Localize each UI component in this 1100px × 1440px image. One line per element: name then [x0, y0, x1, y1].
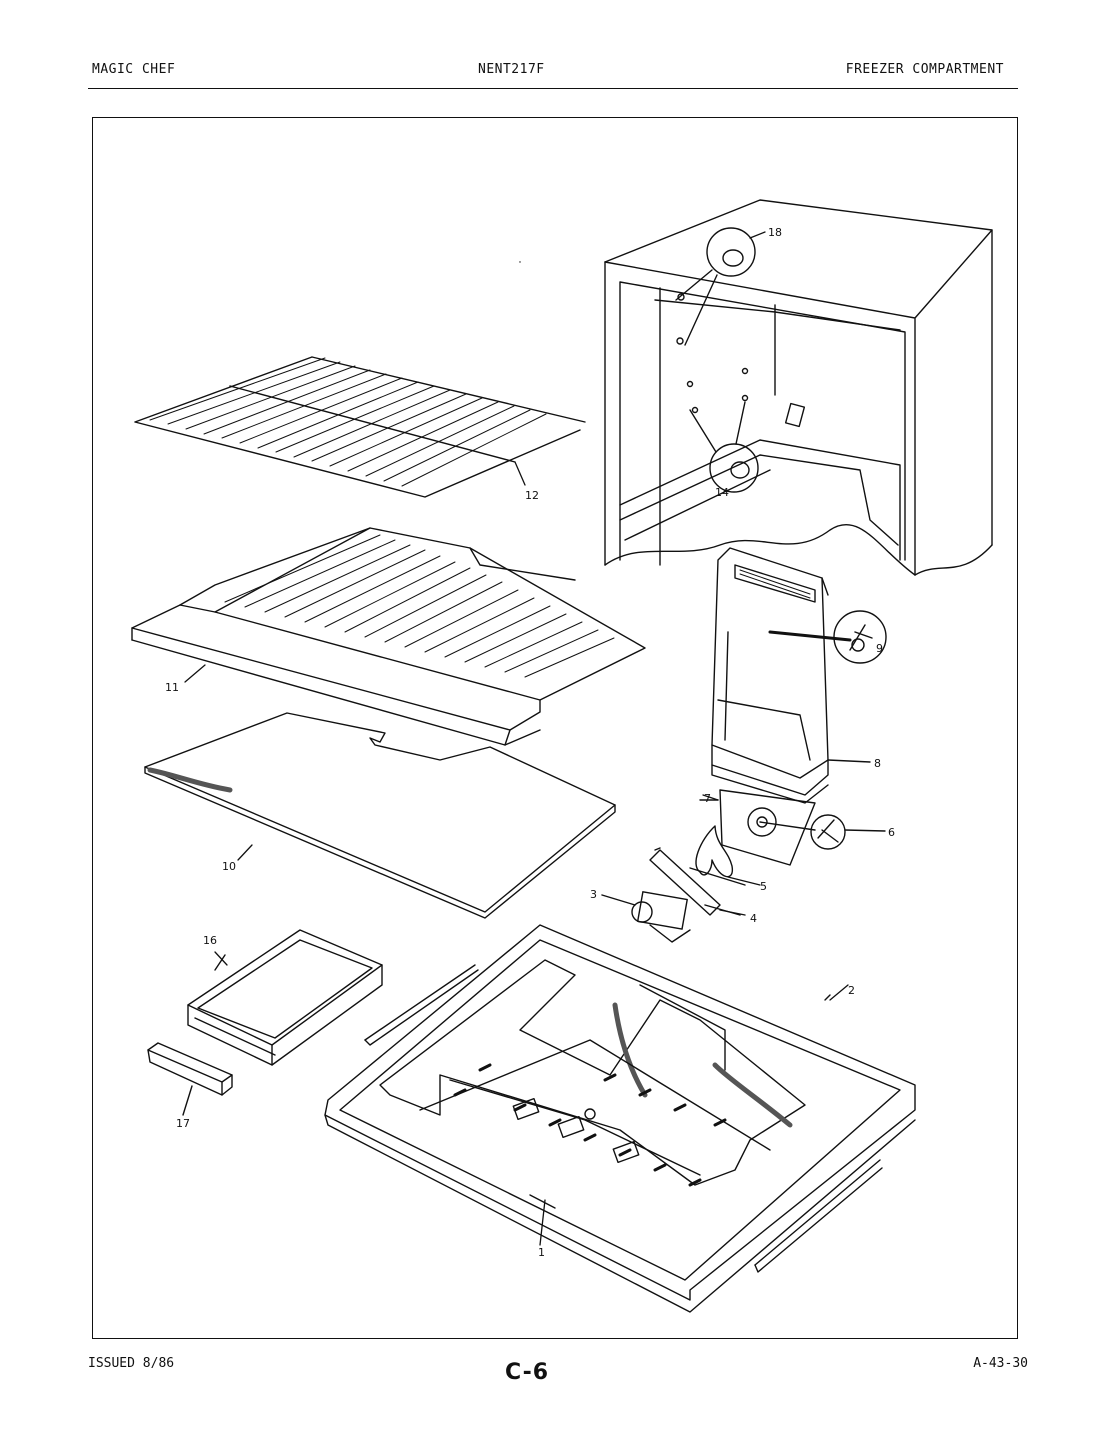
callout-3: 3: [590, 888, 597, 901]
evaporator-cover: [711, 547, 887, 804]
freezer-cabinet: [604, 199, 993, 576]
model-number: NENT217F: [478, 62, 545, 77]
leader-lines: [184, 231, 849, 1246]
wire-shelf: [134, 261, 586, 498]
callout-11: 11: [165, 681, 179, 694]
callout-12: 12: [525, 489, 539, 502]
callout-9: 9: [876, 642, 883, 655]
callout-7: 7: [704, 792, 711, 805]
callout-17: 17: [176, 1117, 190, 1130]
freezer-liner: [324, 924, 916, 1313]
header-rule: [88, 88, 1018, 89]
page-number: C-6: [505, 1360, 550, 1385]
section-title: FREEZER COMPARTMENT: [845, 62, 1004, 77]
callout-6: 6: [888, 826, 895, 839]
fan-assembly: [601, 789, 886, 943]
callout-10: 10: [222, 860, 236, 873]
brand-label: MAGIC CHEF: [92, 62, 176, 77]
plastic-shelf: [131, 527, 646, 746]
cover-glass: [144, 712, 616, 919]
callout-16: 16: [203, 934, 217, 947]
ice-tray: [187, 929, 383, 1066]
document-code: A-43-30: [973, 1356, 1028, 1371]
callout-8: 8: [874, 757, 881, 770]
diagram-frame: [92, 117, 1018, 1339]
issue-date: ISSUED 8/86: [88, 1356, 175, 1371]
callout-1: 1: [538, 1246, 545, 1259]
callout-4: 4: [750, 912, 757, 925]
callout-18: 18: [768, 226, 782, 239]
callout-5: 5: [760, 880, 767, 893]
callout-labels: 1 2 3 4 5 6 7 8 9 10 11 12 14 16 17 18: [165, 226, 895, 1259]
callout-14: 14: [715, 486, 729, 499]
callout-2: 2: [848, 984, 855, 997]
ice-tray-holder: [147, 954, 233, 1116]
